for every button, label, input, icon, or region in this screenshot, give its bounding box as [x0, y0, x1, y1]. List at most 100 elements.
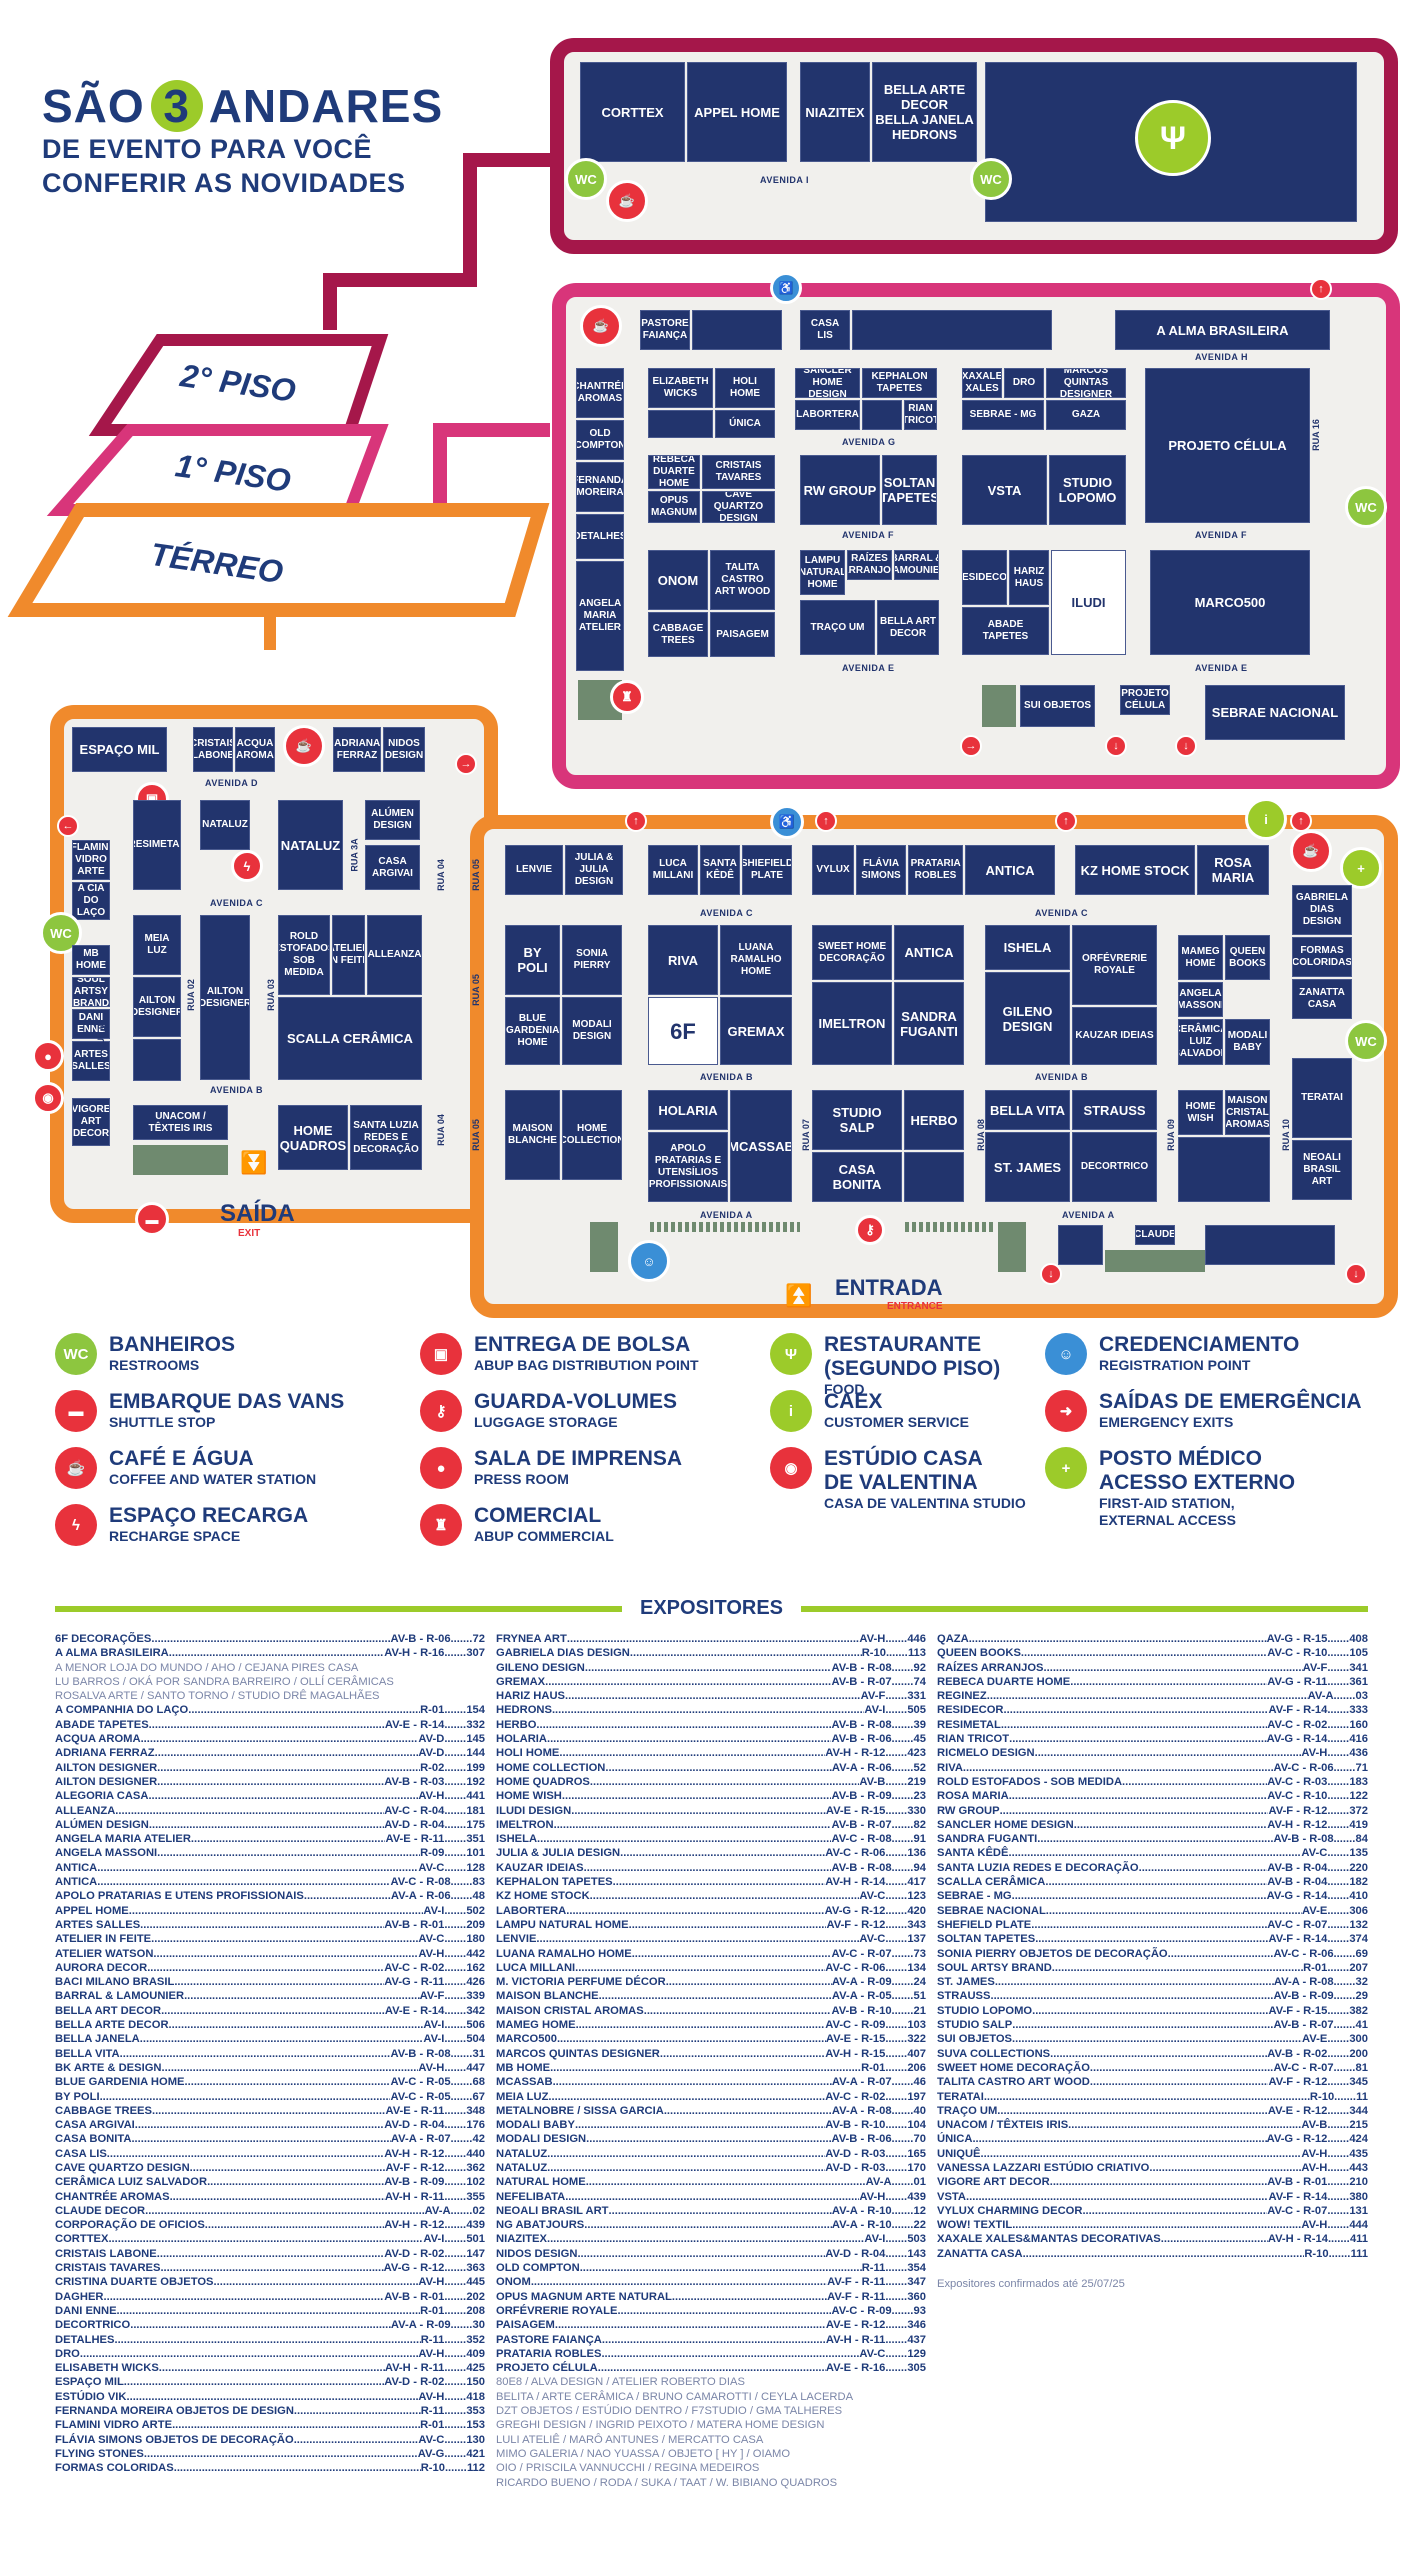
room-antica[interactable]: ANTICA	[965, 845, 1055, 895]
room-home-wish[interactable]: HOME WISH	[1178, 1090, 1223, 1135]
room-rebeca-duarte-home[interactable]: REBECA DUARTE HOME	[648, 455, 700, 489]
room-rian-tricot[interactable]: RIAN TRICOT	[904, 400, 937, 430]
room-atelier-in-feite[interactable]: ATELIER IN FEITE	[332, 915, 365, 995]
room-sebrae-nacional[interactable]: SEBRAE NACIONAL	[1205, 685, 1345, 740]
room-shiefield-plate[interactable]: SHIEFIELD PLATE	[742, 845, 792, 895]
room-elizabeth-wicks[interactable]: ELIZABETH WICKS	[648, 368, 713, 408]
room-m-victoria-ng-abatjours[interactable]	[1178, 1137, 1270, 1202]
room-riva[interactable]: RIVA	[648, 925, 718, 995]
room-alleanza[interactable]: ALLEANZA	[367, 915, 422, 995]
room-cristais-labone[interactable]: CRISTAIS LABONE	[193, 727, 233, 772]
room-gabriela-dias[interactable]: GABRIELA DIAS DESIGN	[1292, 885, 1352, 935]
room-modali-baby[interactable]: MODALI BABY	[1225, 1019, 1270, 1065]
room-qaza[interactable]: GAZA	[1046, 400, 1126, 430]
room-vsta[interactable]: VSTA	[962, 455, 1047, 525]
room-f1-top-strip[interactable]	[852, 310, 1052, 350]
room-maison-blanche[interactable]: MAISON BLANCHE	[505, 1090, 560, 1180]
room-projeto-celula[interactable]: PROJETO CÉLULA	[1145, 368, 1310, 523]
room-casa-argivai[interactable]: CASA ARGIVAI	[365, 845, 420, 890]
room-cristais-tavares[interactable]: CRISTAIS TAVARES	[702, 455, 775, 489]
room-old-compton[interactable]: OLD COMPTON	[576, 420, 624, 460]
room-teratai[interactable]: TERATAI	[1292, 1058, 1352, 1138]
room-santa-luzia[interactable]: SANTA LUZIA REDES E DECORAÇÃO	[350, 1105, 422, 1170]
room-appel-home[interactable]: APPEL HOME	[687, 62, 787, 162]
room-queen-books[interactable]: QUEEN BOOKS	[1225, 935, 1270, 980]
room-dani-enne[interactable]: DANI ENNE	[72, 1009, 110, 1039]
room-bella-art-decor[interactable]: BELLA ART DECOR	[877, 600, 939, 655]
room-holaria[interactable]: HOLARIA	[648, 1090, 728, 1130]
room-zanatta-casa[interactable]: ZANATTA CASA	[1292, 979, 1352, 1019]
room-mb-home[interactable]: MB HOME	[72, 945, 110, 975]
room-by-poli[interactable]: BY POLI	[505, 925, 560, 995]
room-labortera[interactable]: LABORTERA	[795, 400, 860, 430]
room-orfevrerie-royale[interactable]: ORFÉVRERIE ROYALE	[1072, 925, 1157, 1005]
room-flying-stones[interactable]	[862, 400, 902, 430]
room-home-collection[interactable]: HOME COLLECTION	[562, 1090, 622, 1180]
room-blue-gardenia[interactable]: BLUE GARDENIA HOME	[505, 997, 560, 1065]
room-casa-lis[interactable]: CASA LIS	[800, 310, 850, 350]
room-apolo-pratarias[interactable]: APOLO PRATARIAS E UTENSÍLIOS PROFISSIONA…	[648, 1132, 728, 1202]
room-kz-home-stock[interactable]: KZ HOME STOCK	[1075, 845, 1195, 895]
room-cabbage-trees[interactable]: CABBAGE TREES	[648, 612, 708, 657]
room-rosa-maria[interactable]: ROSA MARIA	[1197, 845, 1269, 895]
room-ailton-designer[interactable]: AILTON DESIGNER	[133, 977, 181, 1037]
room-santa-kede[interactable]: SANTA KÊDÊ	[700, 845, 740, 895]
room-lenvie[interactable]: LENVIE	[505, 845, 563, 895]
room-flavia-simons[interactable]: FLÁVIA SIMONS	[856, 845, 906, 895]
room-kephalon-tapetes[interactable]: KEPHALON TAPETES	[862, 368, 937, 398]
room-suva[interactable]	[133, 1039, 181, 1081]
room-casa-bonita[interactable]: CASA BONITA	[812, 1152, 902, 1202]
room-residecor[interactable]: RESIDECOR	[962, 550, 1007, 605]
room-angela-maria-atelier[interactable]: ANGELA MARIA ATELIER	[576, 561, 624, 671]
room-unica[interactable]: ÚNICA	[715, 410, 775, 438]
room-flamini-vidro-arte[interactable]: FLAMINI VIDRO ARTE	[72, 840, 110, 880]
room-nidos-design[interactable]: NIDOS DESIGN	[383, 727, 425, 772]
room-decortrico[interactable]: DECORTRICO	[1072, 1132, 1157, 1202]
room-resimetal[interactable]: RESIMETAL	[133, 800, 181, 890]
room-ishela[interactable]: ISHELA	[985, 925, 1070, 970]
room-opus-magnum[interactable]: OPUS MAGNUM	[648, 491, 700, 523]
room-natural-home[interactable]	[1058, 1225, 1103, 1265]
room-studio-lopomo[interactable]: STUDIO LOPOMO	[1049, 455, 1126, 525]
room-projeto-celula-small[interactable]: PROJETO CÉLULA	[1120, 685, 1170, 715]
room-onom[interactable]: ONOM	[648, 550, 708, 610]
room-nefelibata-group[interactable]	[692, 310, 782, 350]
room-mcassab[interactable]: MCASSAB	[730, 1090, 792, 1202]
room-xaxale-xales[interactable]: XAXALE XALES	[962, 368, 1002, 398]
room-acqua-aroma[interactable]: ACQUA AROMA	[235, 727, 275, 772]
room-alumen-design[interactable]: ALÚMEN DESIGN	[365, 800, 420, 840]
room-luca-millani[interactable]: LUCA MILLANI	[648, 845, 698, 895]
room-baci-milano[interactable]	[648, 410, 713, 438]
room-sancler-home-design[interactable]: SANCLER HOME DESIGN	[795, 368, 860, 398]
room-sebrae-mg[interactable]: SEBRAE - MG	[962, 400, 1044, 430]
room-a-cia-do-laco[interactable]: A CIA DO LAÇO	[72, 882, 110, 920]
room-maison-cristal-aromas[interactable]: MAISON CRISTAL AROMAS	[1225, 1090, 1270, 1135]
room-metalnobre[interactable]	[904, 1152, 964, 1202]
room-raizes-arranjos[interactable]: RAÍZES ARRANJOS	[847, 550, 892, 580]
room-iludi[interactable]: ILUDI	[1051, 550, 1126, 655]
room-bella-vita[interactable]: BELLA VITA	[985, 1090, 1070, 1130]
room-gileno-design[interactable]: GILENO DESIGN	[985, 972, 1070, 1065]
room-chantree-aromas[interactable]: CHANTRÉE AROMAS	[576, 368, 624, 418]
room-prataria-robles[interactable]: PRATARIA ROBLES	[908, 845, 963, 895]
room-kauzar-ideias[interactable]: KAUZAR IDEIAS	[1072, 1007, 1157, 1065]
room-abade-tapetes[interactable]: ABADE TAPETES	[962, 607, 1049, 655]
room-mameg-home[interactable]: MAMEG HOME	[1178, 935, 1223, 980]
room-cave-quartzo-design[interactable]: CAVE QUARTZO DESIGN	[702, 491, 775, 523]
room-ailton-designer-2[interactable]: AILTON DESIGNER	[200, 915, 250, 1080]
room-meia-luz[interactable]: MEIA LUZ	[133, 915, 181, 975]
room-nataluz-2[interactable]: NATALUZ	[278, 800, 343, 890]
room-vylux[interactable]: VYLUX	[812, 845, 854, 895]
room-rold-estofados[interactable]: ROLD ESTOFADOS SOB MEDIDA	[278, 915, 330, 995]
room-dro[interactable]: DRO	[1004, 368, 1044, 398]
room-herbo[interactable]: HERBO	[904, 1090, 964, 1150]
room-fernanda-moreira[interactable]: FERNANDA MOREIRA	[576, 462, 624, 512]
room-modali-design[interactable]: MODALI DESIGN	[562, 997, 622, 1065]
room-sonia-pierry[interactable]: SONIA PIERRY	[562, 925, 622, 995]
room-unacom[interactable]: UNACOM / TÊXTEIS IRIS	[133, 1105, 228, 1140]
room-formas-coloridas[interactable]: FORMAS COLORIDAS	[1292, 937, 1352, 977]
room-luana-ramalho[interactable]: LUANA RAMALHO HOME	[720, 925, 792, 995]
room-soltan-tapetes[interactable]: SOLTAN TAPETES	[882, 455, 937, 525]
room-artes-salles[interactable]: ARTES SALLES	[72, 1041, 110, 1081]
room-claude-decor[interactable]: CLAUDE	[1135, 1225, 1175, 1245]
